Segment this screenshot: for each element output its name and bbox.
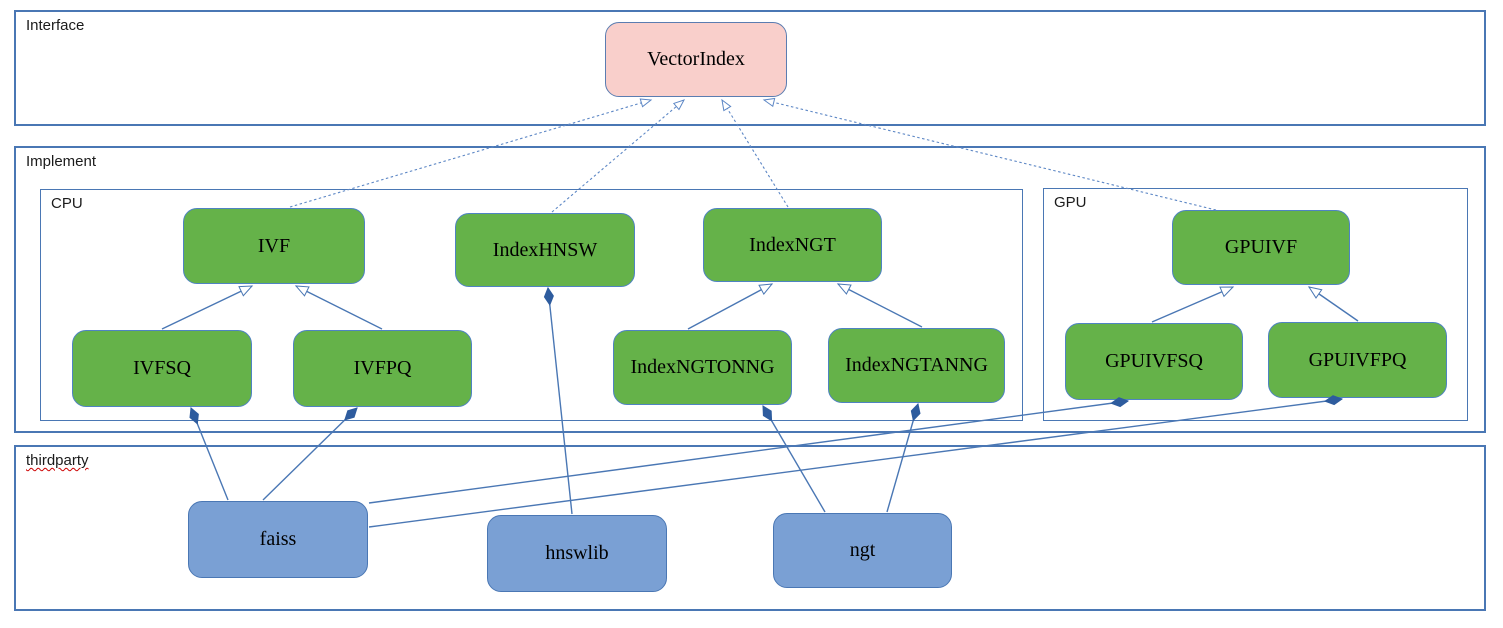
node-label-ivfsq: IVFSQ [133, 357, 191, 379]
node-label-vectorindex: VectorIndex [647, 48, 745, 70]
node-indexhnsw[interactable]: IndexHNSW [455, 213, 635, 287]
node-hnswlib[interactable]: hnswlib [487, 515, 667, 592]
node-label-ngt: ngt [849, 539, 876, 561]
container-label-interface: Interface [26, 17, 85, 34]
node-ngt[interactable]: ngt [773, 513, 952, 588]
container-label-gpu: GPU [1054, 194, 1087, 211]
node-label-faiss: faiss [259, 528, 297, 550]
node-indexngt[interactable]: IndexNGT [703, 208, 882, 282]
node-label-ivfpq: IVFPQ [353, 357, 412, 379]
container-label-cpu: CPU [51, 195, 83, 212]
node-label-gpuivfpq: GPUIVFPQ [1308, 348, 1407, 371]
node-indexngtanng[interactable]: IndexNGTANNG [828, 328, 1005, 403]
node-ivf[interactable]: IVF [183, 208, 365, 284]
node-gpuivfpq[interactable]: GPUIVFPQ [1268, 322, 1447, 398]
node-faiss[interactable]: faiss [188, 501, 368, 578]
node-indexngtonng[interactable]: IndexNGTONNG [613, 330, 792, 405]
node-ivfsq[interactable]: IVFSQ [72, 330, 252, 407]
node-label-hnswlib: hnswlib [545, 542, 609, 564]
node-label-indexngtonng: IndexNGTONNG [630, 356, 775, 378]
container-label-thirdparty: thirdparty [26, 452, 89, 469]
node-label-indexhnsw: IndexHNSW [492, 238, 598, 261]
node-label-indexngtanng: IndexNGTANNG [845, 354, 988, 376]
node-vectorindex[interactable]: VectorIndex [605, 22, 787, 97]
node-ivfpq[interactable]: IVFPQ [293, 330, 472, 407]
node-label-ivf: IVF [257, 234, 291, 257]
container-label-implement: Implement [26, 153, 97, 170]
node-gpuivf[interactable]: GPUIVF [1172, 210, 1350, 285]
node-gpuivfsq[interactable]: GPUIVFSQ [1065, 323, 1243, 400]
node-label-gpuivf: GPUIVF [1224, 236, 1298, 258]
node-label-indexngt: IndexNGT [749, 233, 836, 256]
node-label-gpuivfsq: GPUIVFSQ [1105, 350, 1203, 372]
